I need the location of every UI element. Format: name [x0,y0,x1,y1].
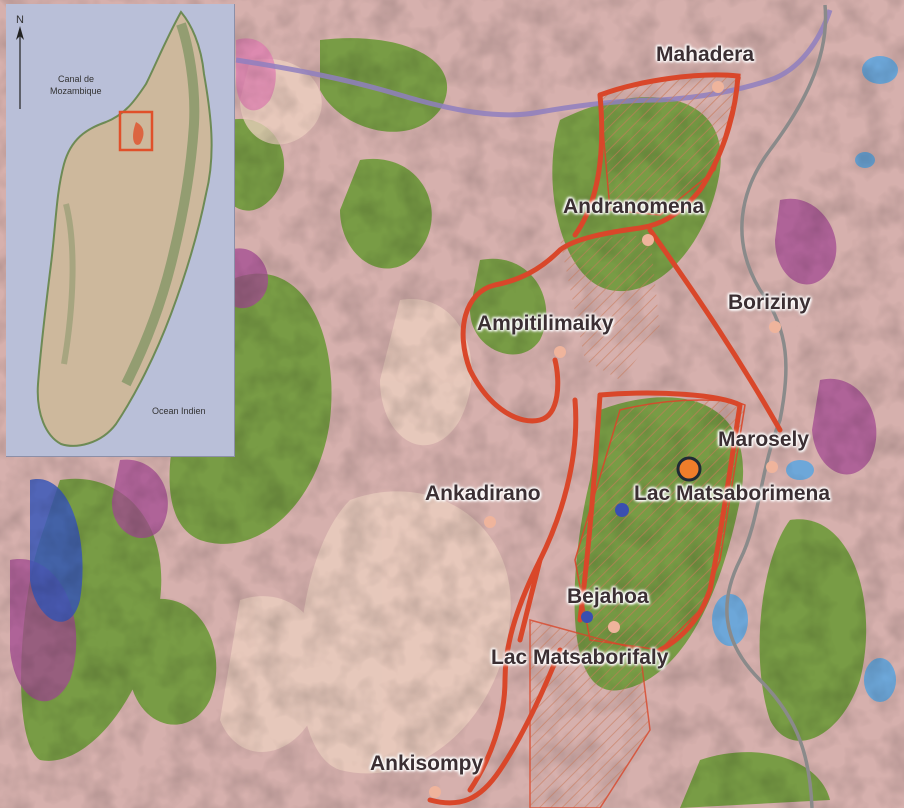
ocean-label: Ocean Indien [152,406,206,416]
madagascar-outline [16,10,213,447]
label-ampitilimaiky: Ampitilimaiky [477,312,614,335]
river [235,9,833,118]
inset-locator-map: N Canal de Mozambique Ocean Indien [6,4,235,457]
label-marosely: Marosely [718,428,810,451]
north-arrow-icon [16,26,24,109]
label-ankadirano: Ankadirano [425,482,541,505]
label-andranomena: Andranomena [563,195,705,218]
road [725,4,828,808]
north-label: N [16,14,24,26]
reserve-polygons [529,74,746,808]
label-bejahoa: Bejahoa [567,585,649,608]
sea-label-line1: Canal de [58,74,95,84]
sea-label-line2: Mozambique [50,86,102,96]
label-lac-matsaborimena: Lac Matsaborimena [634,482,831,505]
label-boriziny: Boriziny [728,291,811,314]
label-mahadera: Mahadera [656,43,755,66]
label-lac-matsaborifaly: Lac Matsaborifaly [491,646,669,669]
study-area-box [118,110,154,152]
label-ankisompy: Ankisompy [370,752,484,775]
route-lines [427,72,783,806]
